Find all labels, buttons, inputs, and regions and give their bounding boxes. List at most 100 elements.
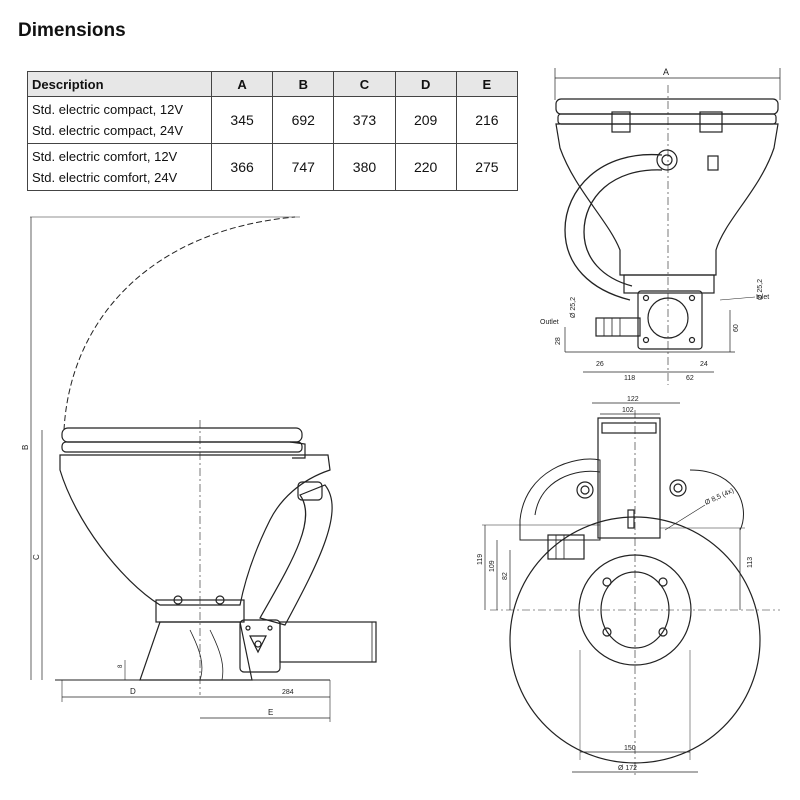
label-outlet-dia: Ø 25,2	[570, 297, 577, 318]
hose-outer	[564, 153, 663, 301]
cell-c: 380	[333, 143, 396, 191]
label-a: A	[663, 67, 669, 77]
hose-arm	[259, 484, 333, 626]
rim-right	[689, 469, 744, 531]
hose-connector	[656, 149, 678, 171]
label-8: 8	[118, 664, 124, 668]
label-60: 60	[733, 324, 740, 332]
label-inlet: Inlet	[756, 294, 769, 301]
pump-base	[623, 274, 715, 294]
inlet-fitting	[547, 534, 585, 560]
hinge	[611, 111, 631, 133]
bolt	[642, 336, 650, 344]
pedestal-detail	[189, 629, 224, 681]
lid	[555, 98, 779, 115]
label-outlet: Outlet	[540, 319, 559, 326]
label-28: 28	[555, 337, 562, 345]
label-150: 150	[624, 745, 636, 752]
fitting	[707, 155, 719, 171]
hinge	[289, 441, 306, 459]
pump-shaft	[254, 640, 262, 648]
hinge	[699, 111, 723, 133]
page-title: Dimensions	[18, 20, 126, 41]
pump-cap	[601, 422, 657, 434]
description-line: Std. electric compact, 12V	[32, 102, 184, 117]
valve	[627, 509, 635, 529]
bolt	[658, 627, 668, 637]
label-102: 102	[622, 407, 634, 414]
label-284: 284	[282, 689, 294, 696]
hose-clamp	[297, 481, 323, 501]
cell-d: 209	[394, 96, 457, 144]
bolt	[267, 625, 273, 631]
label-172: Ø 172	[618, 765, 637, 772]
cell-e: 275	[455, 143, 519, 191]
top-view: 122 102 119 109 82	[477, 396, 780, 775]
pump-housing	[637, 290, 703, 350]
hinge-left-inner	[580, 485, 590, 495]
hose-loop-inner	[534, 470, 601, 516]
header-d: D	[394, 71, 457, 97]
seat	[557, 113, 777, 125]
label-bolt-dia: Ø 8,5 (4x)	[704, 487, 735, 506]
outlet-pipe	[279, 621, 377, 663]
header-c: C	[333, 71, 396, 97]
lid	[61, 427, 303, 443]
header-e: E	[455, 71, 519, 97]
bowl	[59, 454, 331, 606]
label-109: 109	[489, 560, 496, 572]
row-description: Std. electric compact, 12V Std. electric…	[27, 96, 212, 144]
header-a: A	[210, 71, 274, 97]
hose-loop	[519, 458, 601, 541]
cell-d: 220	[394, 143, 457, 191]
bowl	[555, 123, 779, 276]
label-62: 62	[686, 375, 694, 382]
bolt	[642, 294, 650, 302]
outlet-pipe	[595, 317, 641, 337]
pedestal	[139, 621, 253, 681]
label-113: 113	[747, 557, 754, 568]
label-b: B	[21, 445, 30, 450]
bolt	[215, 595, 225, 605]
leader	[719, 296, 756, 301]
row-description: Std. electric comfort, 12V Std. electric…	[27, 143, 212, 191]
hose-connector-inner	[661, 154, 673, 166]
pump-triangle	[249, 635, 267, 654]
hinge-right-inner	[673, 483, 683, 493]
label-24: 24	[700, 361, 708, 368]
cell-a: 345	[210, 96, 274, 144]
bolt	[602, 577, 612, 587]
hinge-left	[576, 481, 594, 499]
table-row: Std. electric comfort, 12V Std. electric…	[27, 143, 519, 191]
table-header-row: Description A B C D E	[27, 71, 519, 97]
seat	[61, 441, 303, 453]
front-view: A 118 62 26 24	[540, 67, 781, 385]
lid-swing-arc	[63, 216, 296, 431]
hose-inner	[583, 169, 663, 287]
bolt	[602, 627, 612, 637]
cell-b: 747	[272, 143, 335, 191]
description-line: Std. electric compact, 24V	[32, 123, 184, 138]
description-line: Std. electric comfort, 24V	[32, 170, 178, 185]
cell-c: 373	[333, 96, 396, 144]
leader	[664, 504, 706, 531]
label-26: 26	[596, 361, 604, 368]
cell-b: 692	[272, 96, 335, 144]
bolt	[688, 336, 696, 344]
cell-e: 216	[455, 96, 519, 144]
label-e: E	[268, 708, 273, 717]
bolt	[173, 595, 183, 605]
bolt	[658, 577, 668, 587]
label-82: 82	[502, 572, 509, 580]
description-line: Std. electric comfort, 12V	[32, 149, 178, 164]
label-119: 119	[477, 554, 484, 565]
label-inlet-dia: Ø 25,2	[757, 279, 764, 300]
side-view: B C D 284 E	[21, 216, 377, 722]
label-122: 122	[627, 396, 639, 403]
bolt	[245, 625, 251, 631]
label-118: 118	[624, 375, 635, 382]
label-c: C	[32, 554, 41, 560]
bolt	[688, 294, 696, 302]
table-row: Std. electric compact, 12V Std. electric…	[27, 96, 519, 144]
